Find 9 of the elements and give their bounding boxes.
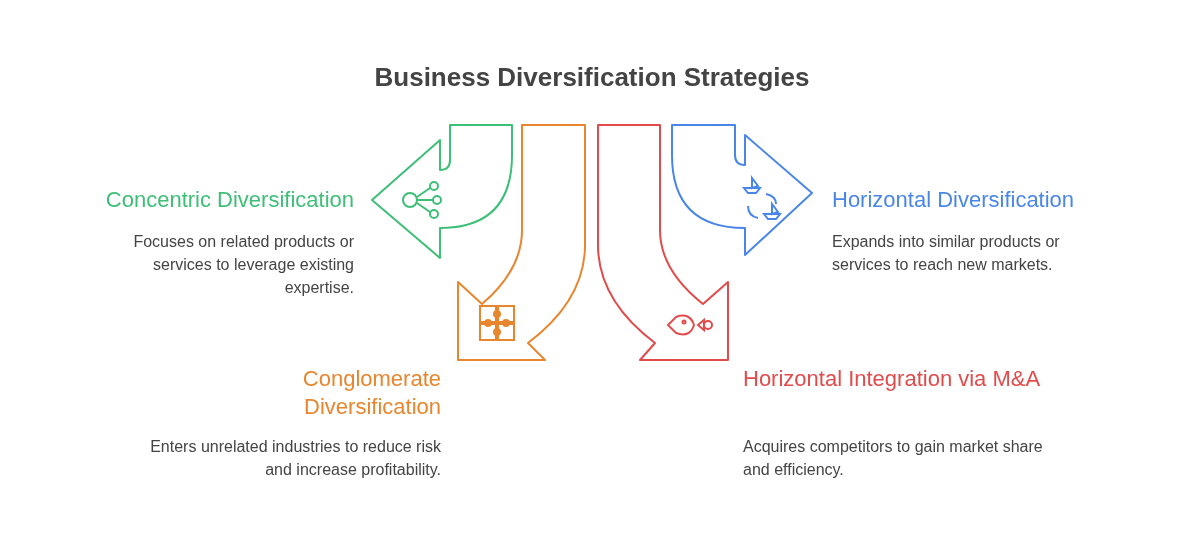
strategy-heading: Conglomerate Diversification — [301, 365, 441, 421]
strategy-description: Focuses on related products or services to leverage existing expertise. — [132, 232, 354, 298]
strategy-heading: Horizontal Diversification — [832, 186, 1076, 214]
strategy-description: Expands into similar products or services to reach new markets. — [832, 232, 1061, 275]
strategy-description: Acquires competitors to gain market share and efficiency. — [743, 437, 1044, 480]
strategy-heading: Concentric Diversification — [104, 186, 354, 214]
strategy-description: Enters unrelated industries to reduce risk and increase profitability. — [149, 437, 441, 480]
strategy-heading: Horizontal Integration via M&A — [743, 365, 1042, 393]
title: Business Diversification Strategies — [373, 62, 811, 93]
